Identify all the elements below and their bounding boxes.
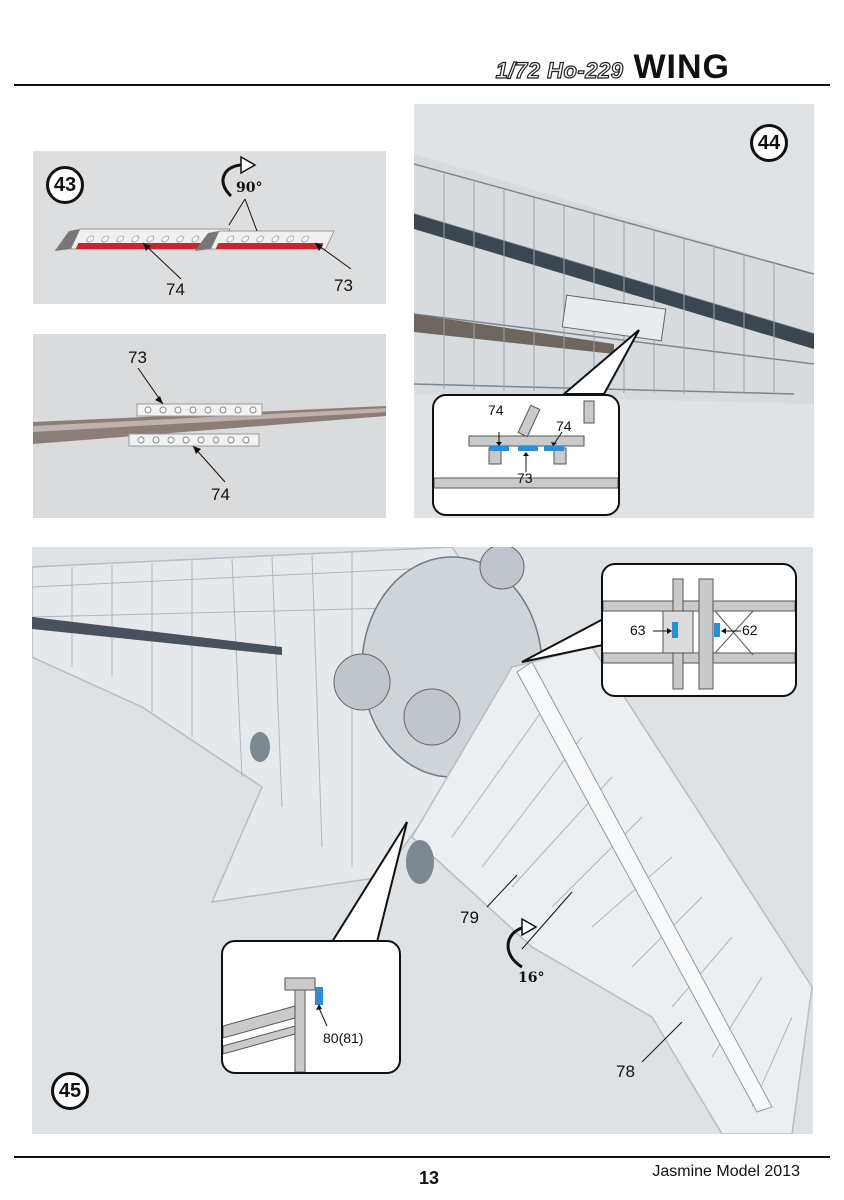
- step-badge-43: 43: [46, 166, 84, 204]
- rotation-label-90: 90°: [236, 180, 263, 196]
- inset-step-45-lower: [221, 940, 401, 1074]
- part-label-74-left: 74: [488, 402, 504, 418]
- header-title: 1/72 Ho-229 WING: [495, 48, 730, 87]
- header-scale: 1/72 Ho-229: [495, 57, 624, 83]
- photo-step-43: [33, 151, 386, 304]
- photo-step-43b: [33, 334, 386, 518]
- page-number: 13: [419, 1168, 440, 1188]
- rotation-label-16: 16°: [518, 970, 545, 986]
- part-label-73b: 73: [128, 348, 147, 367]
- part-label-73: 73: [334, 276, 353, 295]
- part-label-74: 74: [166, 280, 185, 299]
- header-section: WING: [633, 48, 730, 86]
- inset-step-45-upper: [601, 563, 797, 697]
- inset-step-44: [432, 394, 620, 516]
- part-label-74b: 74: [211, 485, 230, 504]
- footer-brand: Jasmine Model 2013: [652, 1163, 800, 1180]
- part-label-63: 63: [630, 622, 646, 638]
- part-label-73-inset: 73: [517, 470, 533, 486]
- step-badge-44: 44: [750, 124, 788, 162]
- part-label-74-right: 74: [556, 418, 572, 434]
- part-label-80: 80(81): [323, 1030, 364, 1046]
- part-label-78: 78: [616, 1062, 635, 1081]
- photo-step-45: [32, 547, 813, 1134]
- part-label-62: 62: [742, 622, 758, 638]
- footer-rule: [14, 1156, 830, 1158]
- part-label-79: 79: [460, 908, 479, 927]
- step-badge-45: 45: [51, 1072, 89, 1110]
- header-rule: [14, 84, 830, 86]
